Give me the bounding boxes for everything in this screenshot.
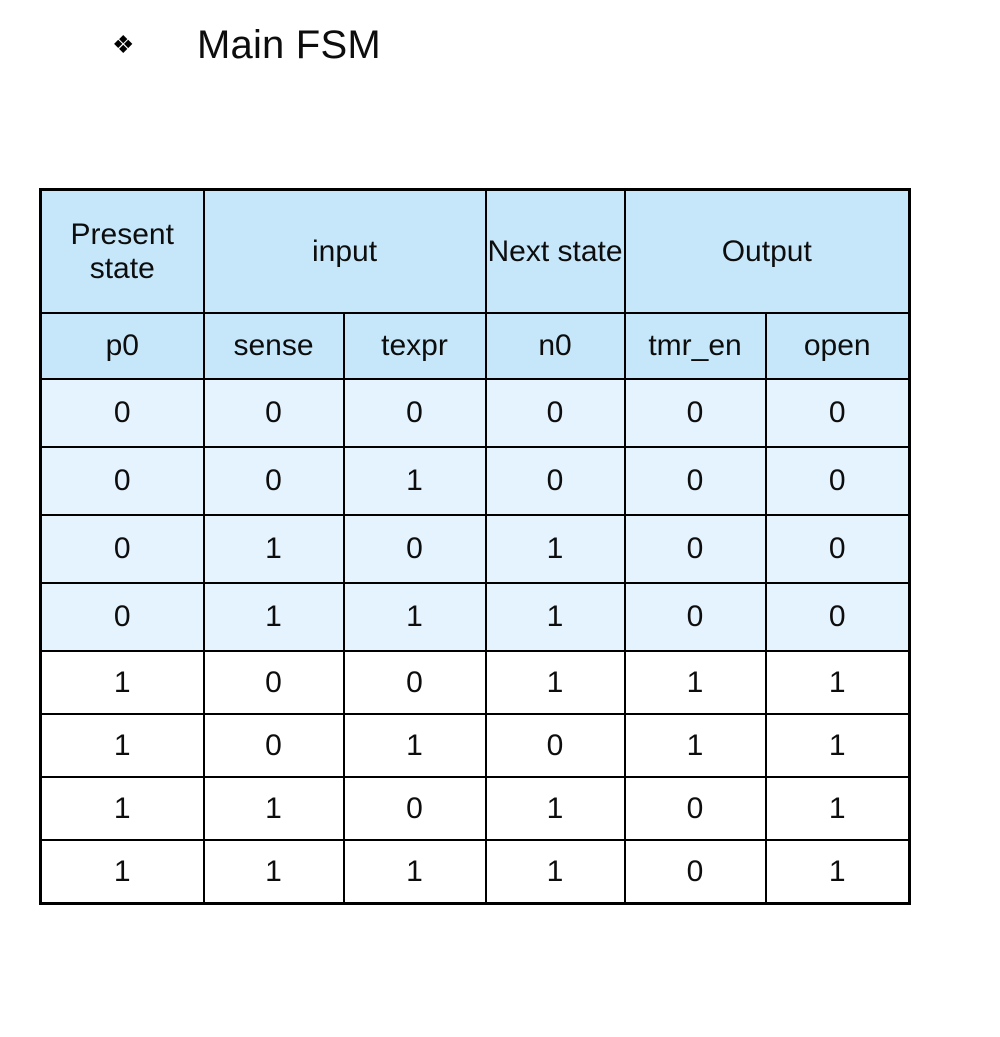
column-header-texpr: texpr [342,312,487,380]
table-cell: 0 [623,776,767,841]
table-cell: 0 [342,650,487,715]
column-header-open: open [764,312,911,380]
table-cell: 0 [202,650,345,715]
table-cell: 1 [484,776,626,841]
table-cell: 0 [623,446,767,516]
table-cell: 0 [39,378,205,448]
table-cell: 0 [623,839,767,905]
column-header-sense: sense [202,312,345,380]
table-cell: 1 [484,650,626,715]
column-header-n0: n0 [484,312,626,380]
table-cell: 1 [342,713,487,778]
slide-title-row: ❖ Main FSM [112,24,381,66]
column-header-tmr_en: tmr_en [623,312,767,380]
table-cell: 0 [623,582,767,652]
table-cell: 0 [484,446,626,516]
table-cell: 0 [764,378,911,448]
table-cell: 0 [342,378,487,448]
table-cell: 1 [342,582,487,652]
table-cell: 0 [39,446,205,516]
table-cell: 1 [623,650,767,715]
table-cell: 1 [39,713,205,778]
table-cell: 1 [202,582,345,652]
group-header-cell: input [202,188,487,314]
table-cell: 1 [764,650,911,715]
table-cell: 0 [202,446,345,516]
table-cell: 1 [39,650,205,715]
diamond-bullet-icon: ❖ [112,30,135,59]
table-cell: 1 [39,839,205,905]
table-cell: 0 [202,378,345,448]
table-cell: 0 [342,514,487,584]
group-header-cell: Output [623,188,911,314]
table-cell: 0 [484,713,626,778]
table-cell: 0 [342,776,487,841]
table-cell: 0 [764,446,911,516]
table-cell: 1 [202,776,345,841]
table-cell: 1 [39,776,205,841]
group-header-cell: Present state [39,188,205,314]
group-header-cell: Next state [484,188,626,314]
table-cell: 0 [39,514,205,584]
table-cell: 0 [764,582,911,652]
table-cell: 0 [764,514,911,584]
table-cell: 1 [764,713,911,778]
table-cell: 0 [39,582,205,652]
table-cell: 1 [342,839,487,905]
column-header-p0: p0 [39,312,205,380]
table-cell: 1 [342,446,487,516]
table-cell: 1 [484,582,626,652]
table-cell: 0 [202,713,345,778]
table-cell: 1 [623,713,767,778]
table-cell: 0 [484,378,626,448]
table-cell: 0 [623,514,767,584]
table-cell: 1 [764,839,911,905]
table-cell: 1 [764,776,911,841]
table-cell: 1 [202,839,345,905]
table-cell: 1 [484,839,626,905]
page-title: Main FSM [197,23,381,67]
table-cell: 1 [484,514,626,584]
table-cell: 1 [202,514,345,584]
table-cell: 0 [623,378,767,448]
